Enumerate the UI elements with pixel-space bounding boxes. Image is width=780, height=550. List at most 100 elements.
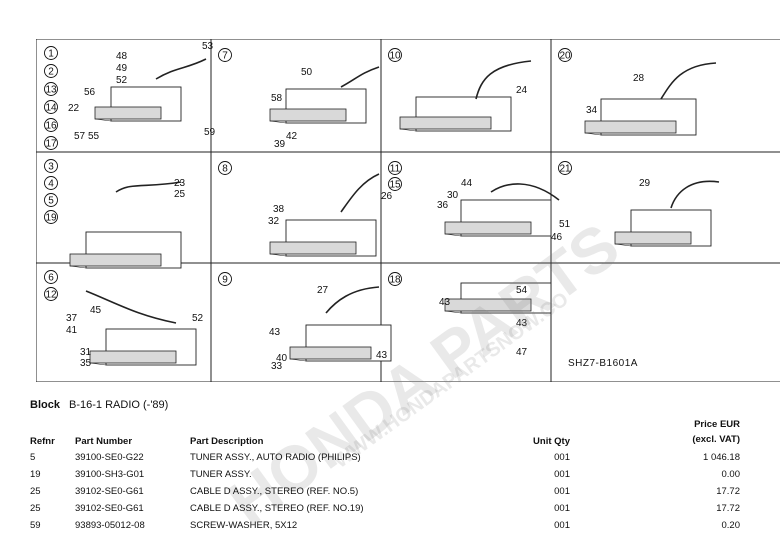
ref-number[interactable]: 9 [222,275,228,286]
part-callout[interactable]: 27 [317,285,329,296]
ref-number[interactable]: 21 [559,164,571,175]
part-callout[interactable]: 40 [276,353,288,364]
harness-wire [670,180,720,209]
part-callout[interactable]: 33 [271,361,283,372]
part-callout[interactable]: 44 [461,178,473,189]
ref-circle [218,48,232,62]
part-callout[interactable]: 53 [202,41,214,52]
part-callout[interactable]: 34 [586,105,598,116]
radio-faceplate [269,241,357,255]
ref-circle [388,161,402,175]
part-callout[interactable]: 54 [516,285,528,296]
ref-number[interactable]: 20 [559,51,571,62]
ref-number[interactable]: 2 [48,67,54,78]
harness-wire [325,286,380,314]
part-callout[interactable]: 43 [516,318,528,329]
part-callout[interactable]: 29 [639,178,651,189]
diagram-cell: 18 54 43 43 47 [388,272,552,358]
part-callout[interactable]: 23 [174,178,186,189]
ref-number[interactable]: 16 [45,121,57,132]
part-callout[interactable]: 31 [80,347,92,358]
part-callout[interactable]: 28 [633,73,645,84]
part-callout[interactable]: 38 [273,204,285,215]
col-price: Price EUR (excl. VAT) [596,417,740,449]
cell-part-number: 39102-SE0-G61 [75,503,144,514]
ref-number[interactable]: 5 [48,196,54,207]
part-callout[interactable]: 37 [66,313,78,324]
part-callout[interactable]: 42 [286,131,298,142]
table-row[interactable]: 25 39102-SE0-G61 CABLE D ASSY., STEREO (RE… [30,500,740,517]
part-callout[interactable]: 32 [268,216,280,227]
ref-number[interactable]: 1 [48,49,54,60]
part-callout[interactable]: 50 [301,67,313,78]
cell-qty: 001 [554,469,570,480]
radio-edge [94,118,112,122]
cell-price: 17.72 [716,486,740,497]
part-callout[interactable]: 52 [116,75,128,86]
cell-qty: 001 [554,520,570,531]
part-callout[interactable]: 24 [516,85,528,96]
part-callout[interactable]: 25 [174,189,186,200]
radio-edge [444,233,462,237]
radio-edge [269,253,287,257]
part-callout[interactable]: 45 [90,305,102,316]
harness-wire [660,62,717,100]
ref-number[interactable]: 14 [45,103,57,114]
part-callout[interactable]: 46 [551,232,563,243]
harness-wire [340,173,380,213]
part-callout[interactable]: 51 [559,219,571,230]
part-callout[interactable]: 43 [439,297,451,308]
part-callout[interactable]: 43 [269,327,281,338]
ref-circle [44,100,58,114]
radio-edge [584,132,602,136]
ref-circle [44,46,58,60]
ref-number[interactable]: 11 [390,164,401,175]
ref-number[interactable]: 4 [48,179,54,190]
ref-circle [558,48,572,62]
ref-circle [44,82,58,96]
ref-number[interactable]: 19 [45,213,57,224]
part-callout[interactable]: 35 [80,358,92,369]
ref-circle [388,177,402,191]
harness-wire [155,58,207,80]
part-callout[interactable]: 41 [66,325,78,336]
ref-number[interactable]: 8 [222,164,228,175]
part-callout[interactable]: 22 [68,103,80,114]
part-callout[interactable]: 48 [116,51,128,62]
ref-number[interactable]: 15 [389,180,401,191]
ref-number[interactable]: 6 [48,273,54,284]
block-label: Block [30,399,60,411]
part-callout[interactable]: 47 [516,347,528,358]
part-callout[interactable]: 58 [271,93,283,104]
ref-number[interactable]: 13 [45,85,57,96]
part-callout[interactable]: 52 [192,313,204,324]
ref-number[interactable]: 12 [45,290,57,301]
part-callout[interactable]: 30 [447,190,459,201]
part-callout[interactable]: 39 [274,139,286,150]
part-callout[interactable]: 55 [88,131,100,142]
cell-refnr: 25 [30,503,41,514]
part-callout[interactable]: 57 [74,131,86,142]
part-callout[interactable]: 36 [437,200,449,211]
part-callout[interactable]: 49 [116,63,128,74]
part-callout[interactable]: 59 [204,127,216,138]
radio-faceplate [614,231,692,245]
cell-description: CABLE D ASSY., STEREO (REF. NO.19) [190,503,364,514]
radio-edge [289,358,307,362]
ref-number[interactable]: 17 [45,139,57,150]
ref-number[interactable]: 10 [389,51,401,62]
part-callout[interactable]: 43 [376,350,388,361]
part-callout[interactable]: 26 [381,191,393,202]
diagram-cell: 10 24 [388,48,532,132]
price-header-line2: (excl. VAT) [692,434,740,445]
ref-number[interactable]: 18 [389,275,401,286]
part-callout[interactable]: 56 [84,87,96,98]
ref-circle [388,48,402,62]
ref-number[interactable]: 7 [222,51,228,62]
ref-number[interactable]: 3 [48,162,54,173]
